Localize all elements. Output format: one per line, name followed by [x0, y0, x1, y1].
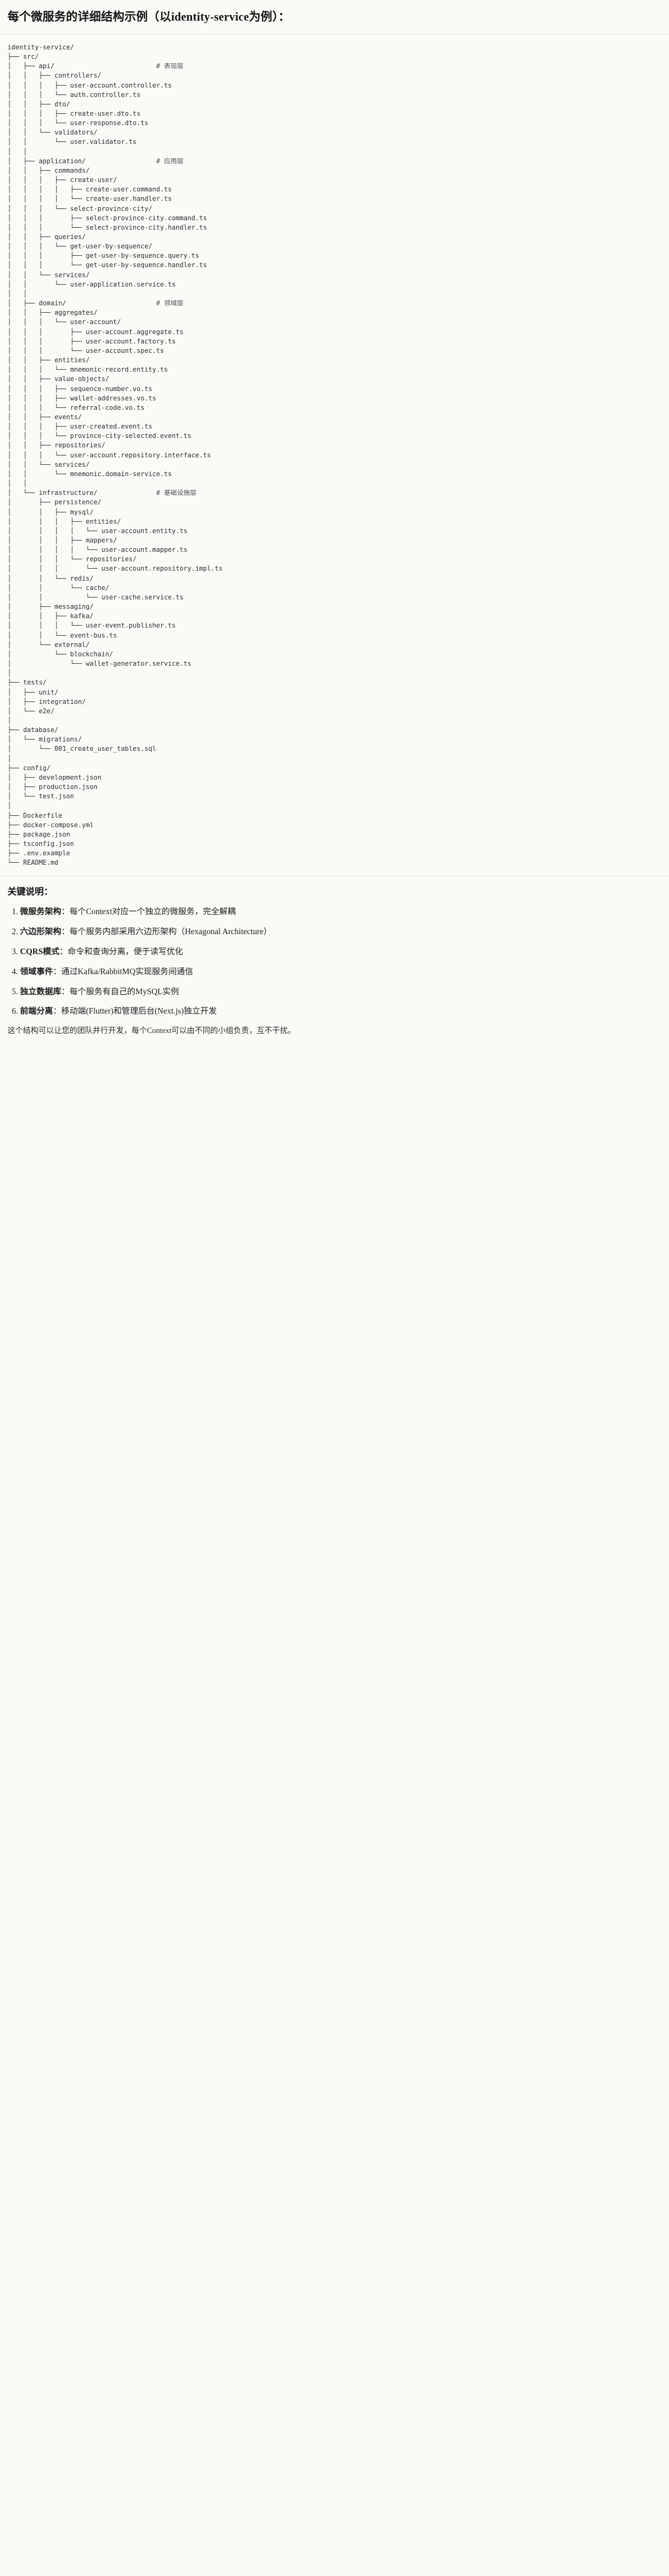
key-note-description: ：每个服务有自己的MySQL实例	[61, 986, 179, 996]
key-note-description: ：移动端(Flutter)和管理后台(Next.js)独立开发	[53, 1006, 217, 1016]
key-notes-list: 微服务架构：每个Context对应一个独立的微服务，完全解耦六边形架构：每个服务…	[8, 905, 661, 1017]
key-note-item: 独立数据库：每个服务有自己的MySQL实例	[20, 985, 661, 998]
key-note-item: 领域事件：通过Kafka/RabbitMQ实现服务间通信	[20, 965, 661, 978]
page-title: 每个微服务的详细结构示例（以identity-service为例）：	[8, 11, 290, 24]
key-note-item: 前端分离：移动端(Flutter)和管理后台(Next.js)独立开发	[20, 1005, 661, 1017]
document-header: 每个微服务的详细结构示例（以identity-service为例）：	[0, 0, 669, 34]
directory-tree-block: identity-service/ ├── src/ │ ├── api/ # …	[0, 34, 669, 876]
closing-paragraph: 这个结构可以让您的团队并行开发，每个Context可以由不同的小组负责，互不干扰…	[8, 1026, 296, 1036]
key-note-term: 前端分离	[20, 1006, 53, 1016]
key-note-item: CQRS模式：命令和查询分离，便于读写优化	[20, 945, 661, 958]
key-note-term: 微服务架构	[20, 907, 61, 917]
key-note-description: ：命令和查询分离，便于读写优化	[59, 947, 183, 957]
key-note-item: 微服务架构：每个Context对应一个独立的微服务，完全解耦	[20, 905, 661, 918]
key-note-description: ：每个Context对应一个独立的微服务，完全解耦	[61, 907, 236, 917]
key-note-term: CQRS模式	[20, 947, 60, 957]
key-note-description: ：通过Kafka/RabbitMQ实现服务间通信	[53, 966, 193, 976]
key-note-term: 六边形架构	[20, 927, 61, 937]
document-page: 每个微服务的详细结构示例（以identity-service为例）： ident…	[0, 0, 669, 1052]
key-note-term: 领域事件	[20, 966, 53, 976]
key-notes-section: 关键说明： 微服务架构：每个Context对应一个独立的微服务，完全解耦六边形架…	[0, 875, 669, 1052]
key-note-term: 独立数据库	[20, 986, 61, 996]
key-note-item: 六边形架构：每个服务内部采用六边形架构（Hexagonal Architectu…	[20, 925, 661, 938]
key-notes-title: 关键说明：	[8, 887, 53, 898]
key-note-description: ：每个服务内部采用六边形架构（Hexagonal Architecture）	[61, 927, 272, 937]
directory-tree: identity-service/ ├── src/ │ ├── api/ # …	[8, 43, 223, 867]
